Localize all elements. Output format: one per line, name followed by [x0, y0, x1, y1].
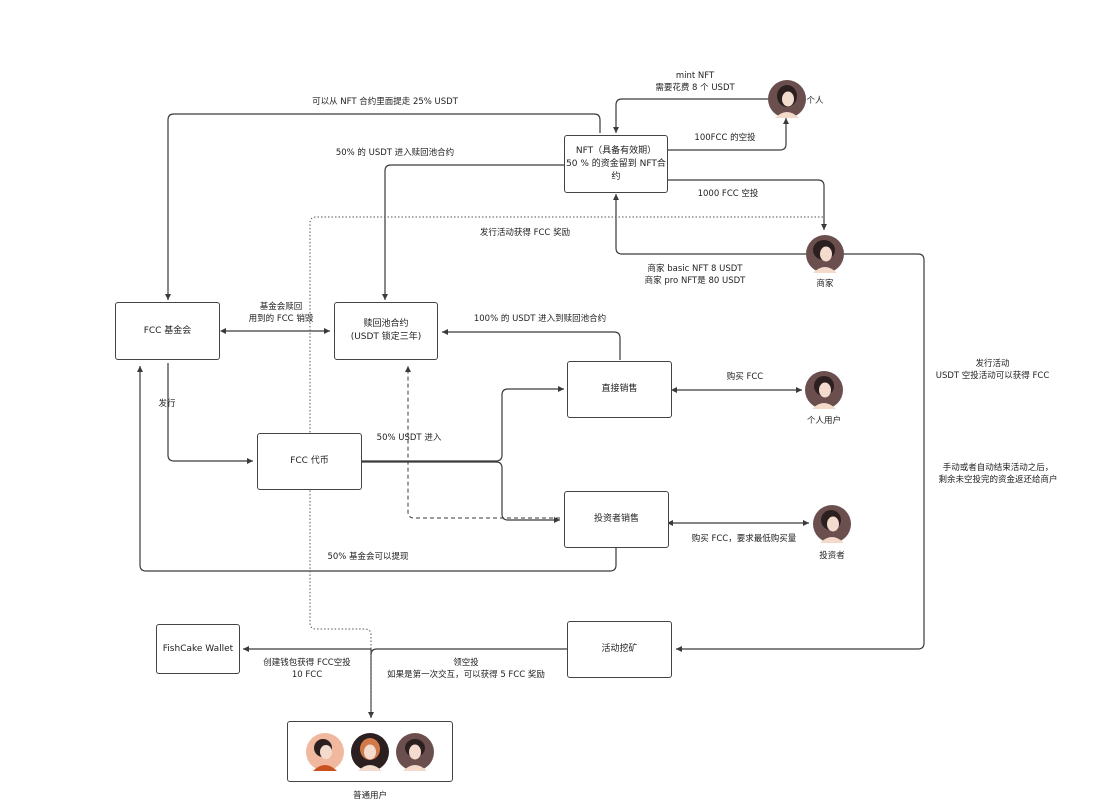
- label-issue-event: 发行活动 USDT 空投活动可以获得 FCC: [935, 359, 1050, 381]
- edge-usdt-100-pool: [442, 329, 621, 360]
- buyback-pool-box: 赎回池合约 (USDT 锁定三年): [334, 302, 438, 360]
- edge-token-investor: [362, 461, 560, 523]
- label-usdt-50-pool: 50% 的 USDT 进入赎回池合约: [335, 148, 455, 158]
- label-foundation-withdraw-50: 50% 基金会可以提现: [327, 552, 409, 562]
- label-foundation-buyback: 基金会赎回 用到的 FCC 销毁: [248, 302, 314, 324]
- normal-user-avatar-2: [351, 733, 389, 771]
- label-usdt-50-in: 50% USDT 进入: [376, 433, 442, 443]
- investor-sale-box: 投资者销售: [564, 491, 669, 548]
- merchant-avatar: [806, 235, 844, 273]
- label-create-wallet-reward: 创建钱包获得 FCC空投 10 FCC: [263, 658, 351, 680]
- edge-mint-nft: [613, 98, 768, 133]
- fcc-token-box: FCC 代币: [257, 433, 362, 490]
- label-usdt-100-pool: 100% 的 USDT 进入到赎回池合约: [473, 314, 607, 324]
- label-claim-airdrop: 领空投 如果是第一次交互，可以获得 5 FCC 奖励: [387, 658, 545, 680]
- direct-sale-box: 直接销售: [567, 361, 672, 418]
- label-event-reward: 发行活动获得 FCC 奖励: [479, 228, 571, 238]
- edge-usdt-50-pool: [382, 164, 564, 300]
- normal-user-avatar-3: [396, 733, 434, 771]
- nft-contract-box: NFT（具备有效期） 50 % 的资金留到 NFT合 约: [564, 135, 668, 193]
- label-refund-after-end: 手动或者自动结束活动之后， 剩余未空投完的资金返还给商户: [938, 463, 1058, 485]
- edge-airdrop-1000: [668, 179, 827, 230]
- edge-merchant-mining: [676, 253, 925, 652]
- label-buy-fcc: 购买 FCC: [726, 372, 764, 382]
- edge-merchant-nft: [613, 194, 806, 255]
- actor-individual-user: 个人用户: [806, 416, 841, 426]
- fcc-foundation-box: FCC 基金会: [115, 302, 220, 360]
- normal-user-avatar-1: [306, 733, 344, 771]
- actor-merchant: 商家: [816, 279, 834, 289]
- edge-airdrop-100: [668, 118, 789, 151]
- actor-individual: 个人: [806, 96, 824, 106]
- investor-avatar: [813, 505, 851, 543]
- edge-withdraw-25: [165, 113, 601, 300]
- label-issue: 发行: [158, 399, 176, 409]
- label-buy-fcc-min: 购买 FCC，要求最低购买量: [691, 534, 797, 544]
- label-airdrop-1000: 1000 FCC 空投: [697, 189, 759, 199]
- individual-avatar: [768, 80, 806, 118]
- event-mining-box: 活动挖矿: [567, 621, 672, 678]
- edge-create-wallet: [243, 646, 372, 655]
- label-airdrop-100: 100FCC 的空投: [694, 133, 756, 143]
- edge-usdt-50-in: [405, 366, 560, 519]
- actor-investor: 投资者: [819, 551, 845, 561]
- label-withdraw-25: 可以从 NFT 合约里面提走 25% USDT: [312, 97, 458, 107]
- edge-event-reward: [309, 216, 823, 716]
- actor-normal-users: 普通用户: [352, 791, 387, 801]
- label-mint-nft: mint NFT 需要花费 8 个 USDT: [655, 71, 735, 93]
- individual-user-avatar: [805, 371, 843, 409]
- edge-issue: [167, 363, 253, 464]
- edge-token-direct: [362, 386, 564, 462]
- label-merchant-nft-price: 商家 basic NFT 8 USDT 商家 pro NFT是 80 USDT: [644, 264, 746, 286]
- fishcake-wallet-box: FishCake Wallet: [156, 624, 240, 674]
- edge-foundation-withdraw-50: [137, 366, 617, 572]
